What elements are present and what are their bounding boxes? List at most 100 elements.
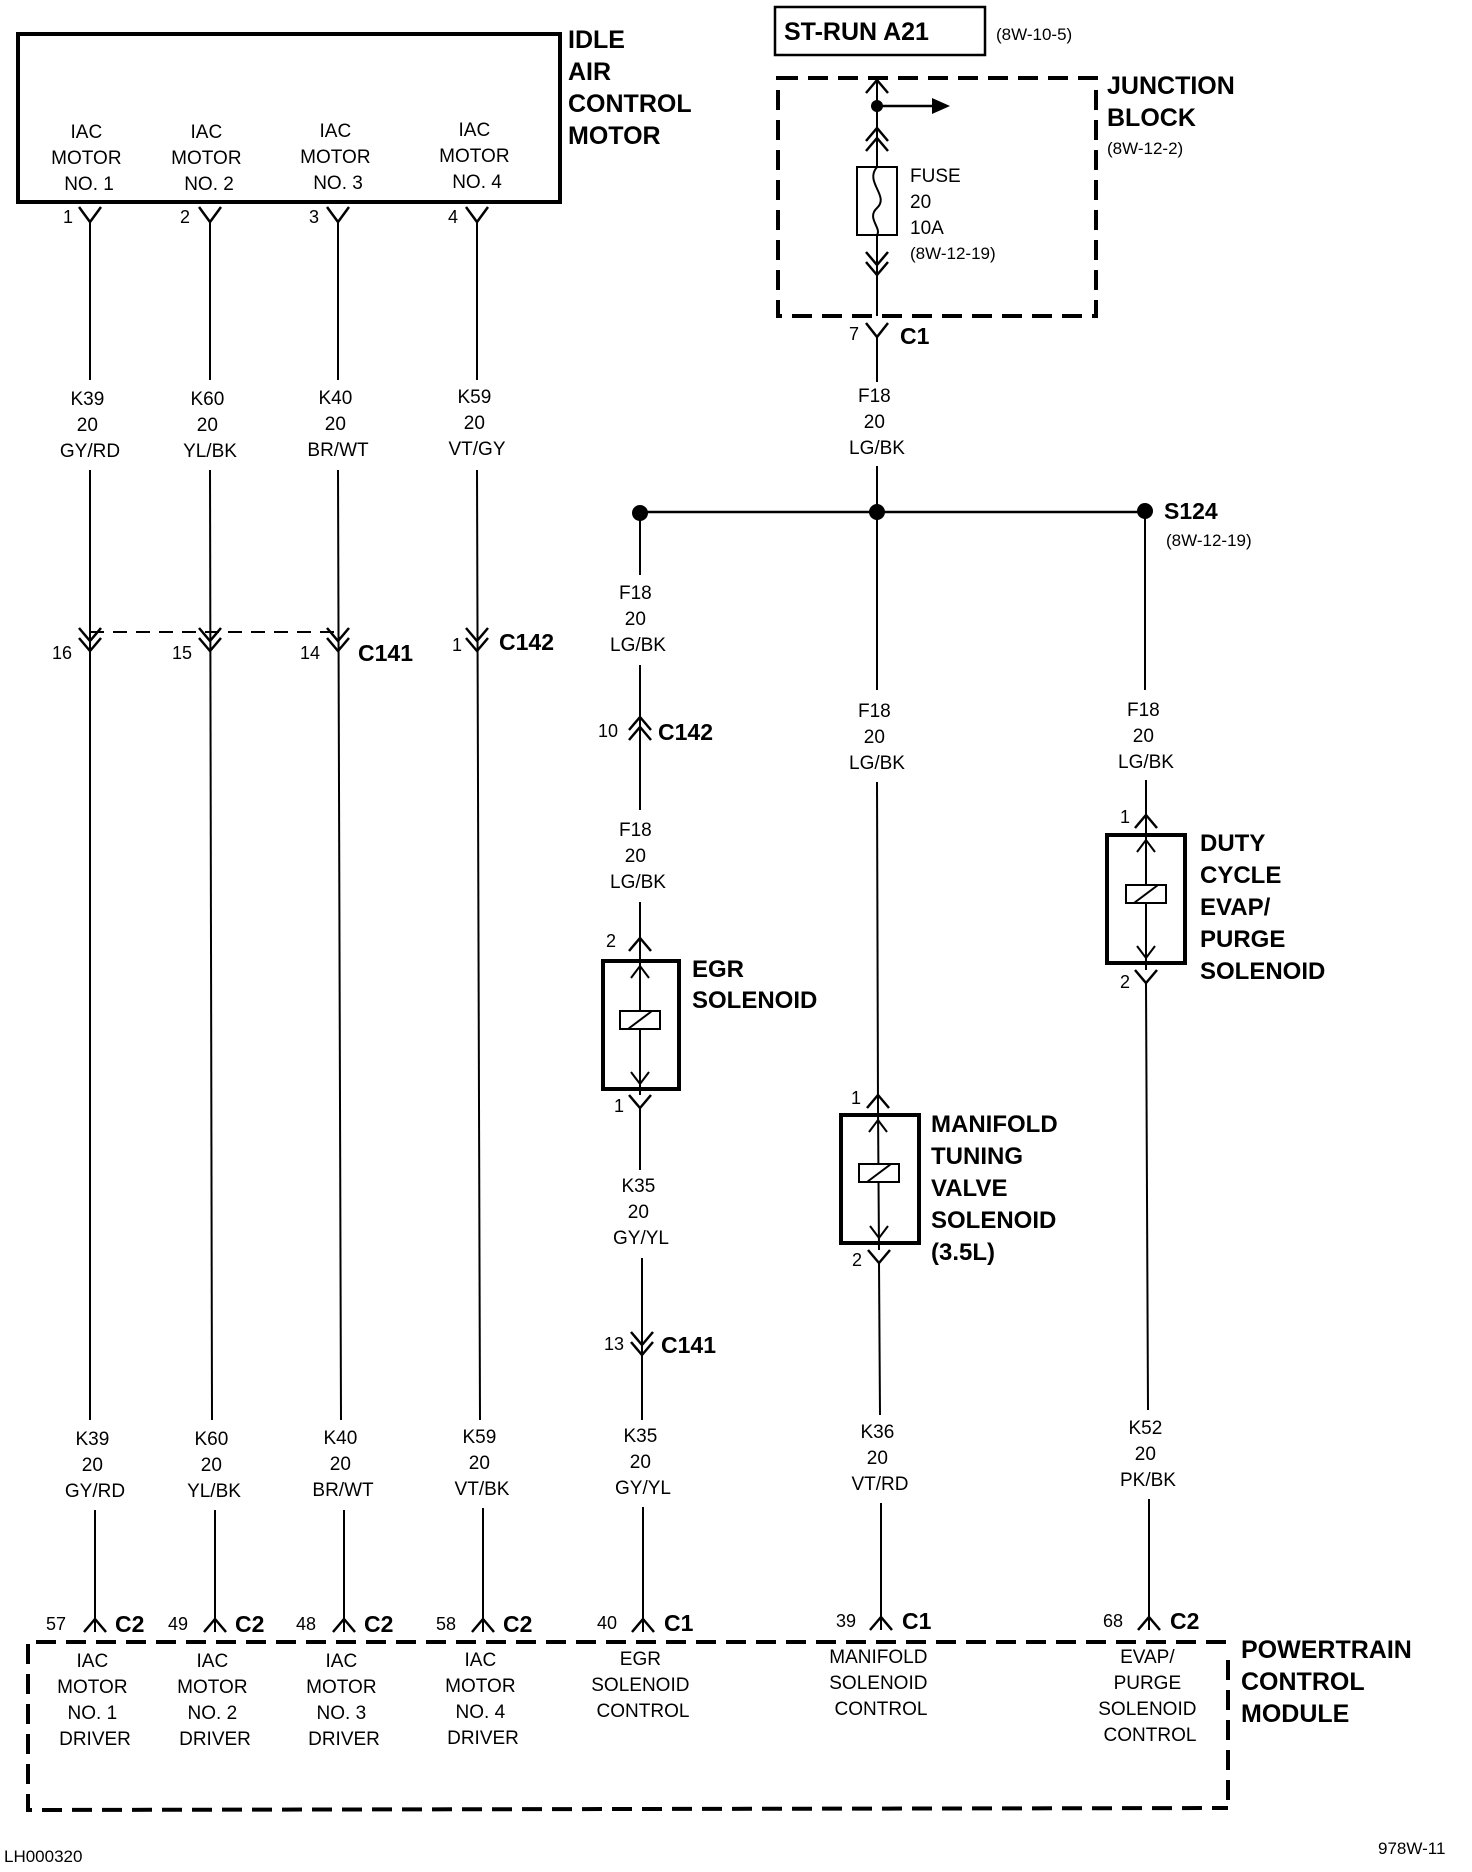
connector-chevron	[869, 1615, 893, 1631]
egr-c141-pin: 13	[604, 1334, 624, 1354]
pcm-pin-number: 57	[46, 1614, 66, 1634]
pcm-label-manifold: MANIFOLD SOLENOID CONTROL	[829, 1647, 932, 1720]
pcm-pin-number: 40	[597, 1613, 617, 1633]
junction-block: JUNCTION BLOCK (8W-12-2) FUSE 20 10A (8W…	[776, 72, 1242, 349]
iac-pin-number-1: 1	[63, 207, 73, 227]
pcm-wire-stubs	[94, 1499, 1150, 1632]
wire-k60-lower	[209, 469, 213, 1421]
connector-chevron	[628, 715, 652, 731]
wire-label-k60-bottom: K60 20 YL/BK	[187, 1429, 241, 1502]
mtv-title: MANIFOLD TUNING VALVE SOLENOID (3.5L)	[931, 1111, 1064, 1266]
wire-label-k59-top: K59 20 VT/GY	[448, 387, 505, 460]
connector-chevron	[197, 206, 223, 225]
pcm-connector-label: C2	[115, 1611, 144, 1637]
pcm-connector-label: C2	[1170, 1608, 1199, 1634]
connector-chevron	[203, 1617, 227, 1633]
connector-chevron	[83, 1617, 107, 1633]
pcm-outline	[26, 1640, 1229, 1813]
arrow-down-icon	[869, 1225, 889, 1240]
evap-pin-top: 1	[1120, 807, 1130, 827]
connector-chevron	[1134, 813, 1158, 829]
splice-label: S124	[1164, 498, 1218, 524]
mtv-branch: F18 20 LG/BK 1 2 MANIFOLD TUNING VALVE S…	[839, 512, 1064, 1495]
arrow-down-icon	[630, 1071, 650, 1086]
pcm-connector-label: C2	[503, 1611, 532, 1637]
wire-label-k60-top: K60 20 YL/BK	[183, 389, 237, 462]
splice-ref: (8W-12-19)	[1166, 531, 1252, 550]
fuse-ref: (8W-12-19)	[910, 244, 996, 263]
footer-right-code: 978W-11	[1378, 1839, 1445, 1858]
wire-label-k39-bottom: K39 20 GY/RD	[65, 1429, 125, 1502]
connector-chevron	[865, 136, 889, 152]
pcm-label-iac2: IAC MOTOR NO. 2 DRIVER	[177, 1651, 253, 1750]
iac-pin-number-4: 4	[448, 207, 458, 227]
pcm-connector-label: C2	[364, 1611, 393, 1637]
solenoid-coil-mark	[1133, 884, 1159, 904]
pcm-pin-number: 68	[1103, 1611, 1123, 1631]
egr-pin-bottom: 1	[614, 1096, 624, 1116]
st-run-label: ST-RUN A21	[784, 18, 929, 46]
iac-pin-label-4: IAC MOTOR NO. 4	[439, 120, 515, 193]
mtv-pin-bottom: 2	[852, 1250, 862, 1270]
feed-wire-label: F18 20 LG/BK	[849, 386, 905, 459]
c141-pin-15: 15	[172, 643, 192, 663]
junction-block-outline	[776, 76, 1098, 318]
c142-pin-1: 1	[452, 635, 462, 655]
connector-chevron	[631, 1617, 655, 1633]
arrow-right-icon	[932, 98, 950, 114]
connector-chevron	[326, 627, 350, 643]
connector-chevron	[325, 206, 351, 225]
connector-chevron	[865, 261, 889, 277]
egr-wire-mid-label: F18 20 LG/BK	[610, 820, 666, 893]
arrow-up-icon	[868, 1118, 888, 1133]
pcm-label-iac1: IAC MOTOR NO. 1 DRIVER	[57, 1651, 133, 1750]
solenoid-coil-mark	[627, 1010, 653, 1030]
egr-branch: F18 20 LG/BK 10 C142 F18 20 LG/BK 2 1 EG…	[598, 513, 817, 1499]
connector-chevron	[78, 627, 102, 643]
pcm-pin-number: 48	[296, 1614, 316, 1634]
st-run-box	[773, 5, 987, 57]
connector-chevron	[77, 206, 103, 225]
connector-chevron	[866, 1093, 890, 1109]
iac-wires	[89, 222, 481, 1421]
evap-wire-3	[1145, 982, 1149, 1411]
pcm-label-egr: EGR SOLENOID CONTROL	[591, 1649, 694, 1722]
pcm-label-iac3: IAC MOTOR NO. 3 DRIVER	[306, 1651, 382, 1750]
wire-label-k40-top: K40 20 BR/WT	[307, 388, 369, 461]
egr-c141-label: C141	[661, 1332, 716, 1358]
connector-chevron	[865, 251, 889, 267]
fuse-icon	[856, 166, 898, 236]
iac-top-connectors	[77, 206, 490, 225]
connector-chevron	[628, 725, 652, 741]
mtv-wire-bottom-label: K36 20 VT/RD	[852, 1422, 909, 1495]
iac-inline-connectors: 16 15 14 C141 1 C142	[52, 627, 554, 666]
splice-s124: S124 (8W-12-19)	[632, 498, 1252, 550]
mtv-solenoid-box	[839, 1113, 921, 1245]
c142-label: C142	[499, 629, 554, 655]
iac-motor-box	[16, 32, 562, 204]
connector-chevron	[326, 637, 350, 653]
mtv-wire-3	[878, 1262, 881, 1416]
wire-k59-lower	[476, 469, 481, 1421]
pcm-pin-number: 58	[436, 1614, 456, 1634]
connector-chevron	[464, 206, 490, 225]
st-run-ref: (8W-10-5)	[996, 25, 1072, 44]
iac-pin-label-3: IAC MOTOR NO. 3	[300, 121, 376, 194]
egr-title: EGR SOLENOID	[692, 956, 817, 1014]
iac-motor-title: IDLE AIR CONTROL MOTOR	[568, 26, 698, 150]
junction-block-title: JUNCTION BLOCK	[1107, 72, 1242, 132]
st-run-a21: ST-RUN A21 (8W-10-5)	[773, 5, 1072, 57]
egr-wire-low-label: K35 20 GY/YL	[613, 1176, 669, 1249]
iac-pin-label-1: IAC MOTOR NO. 1	[51, 122, 127, 195]
pcm-connector-label: C2	[235, 1611, 264, 1637]
egr-wire-bottom-label: K35 20 GY/YL	[615, 1426, 671, 1499]
junction-block-ref: (8W-12-2)	[1107, 139, 1183, 158]
connector-chevron	[630, 1341, 654, 1357]
arrow-up-icon	[1136, 838, 1156, 853]
connector-chevron	[332, 1617, 356, 1633]
fuse-label: FUSE 20 10A	[910, 166, 966, 239]
footer-left-code: LH000320	[4, 1847, 82, 1866]
wire-label-k40-bottom: K40 20 BR/WT	[312, 1428, 374, 1501]
connector-chevron	[471, 1617, 495, 1633]
iac-pin-number-3: 3	[309, 207, 319, 227]
